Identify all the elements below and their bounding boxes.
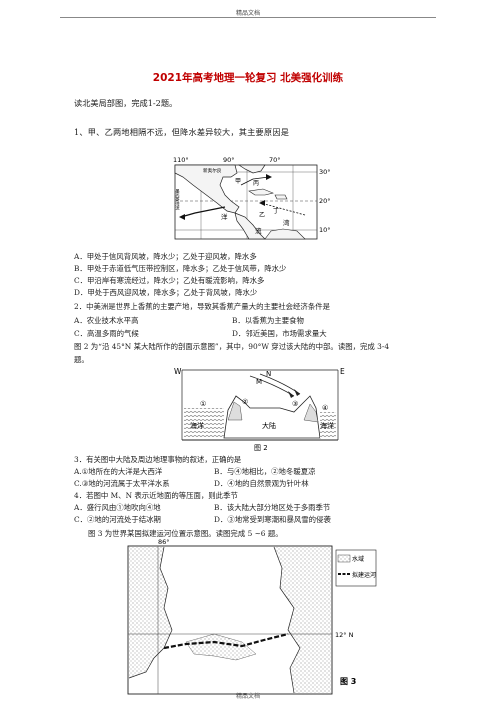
- lon-label-70: 70°: [269, 156, 281, 164]
- fig2-label-m: M: [256, 378, 262, 386]
- figure-3-map: 86° 12° N 水域 拟建运河 图 3: [127, 538, 377, 695]
- q1-option-d: D．甲处于西风迎风坡，降水多；乙处于背风坡，降水少: [74, 288, 258, 297]
- label-yi: 乙: [259, 212, 265, 219]
- fig2-intro-line2: 题。: [74, 355, 89, 364]
- fig2-point-2: ②: [242, 398, 248, 406]
- q3-option-d: D．④地的自然景观为针叶林: [214, 479, 309, 488]
- header-rule: [60, 17, 436, 18]
- fig3-intro: 图 3 为世界某国拟建运河位置示意图。读图完成 5 ~6 题。: [88, 529, 283, 538]
- q3-option-a: A.①地所在的大洋是大西洋: [74, 467, 163, 476]
- lat-label-20: 20°: [319, 197, 331, 205]
- legend-water-label: 水域: [352, 555, 364, 563]
- fig2-right-ocean: 海洋: [320, 421, 334, 430]
- q1-option-a: A．甲处于信风背风坡，降水少；乙处于迎风坡，降水多: [74, 252, 257, 261]
- label-jia: 甲: [235, 178, 241, 185]
- place-new-orleans: 新奥尔良: [203, 167, 222, 174]
- lon-label-90: 90°: [223, 156, 235, 164]
- fig2-point-4: ④: [322, 404, 328, 412]
- q1-option-b: B．甲处于赤道低气压带控制区，降水多；乙处于信风带，降水少: [74, 264, 287, 273]
- intro-text: 读北美局部图，完成1-2题。: [74, 98, 178, 108]
- q4-option-d: D．③地常受到寒潮和暴风雪的侵袭: [214, 515, 331, 524]
- fig2-left-ocean: 海洋: [190, 421, 204, 430]
- q4-option-a: A．盛行风由①地吹向④地: [74, 503, 161, 512]
- page-title: 2021年高考地理一轮复习 北美强化训练: [152, 72, 344, 84]
- q4-option-b: B．该大陆大部分地区处于多雨季节: [214, 503, 331, 512]
- q2-stem: 2．中美洲是世界上香蕉的主要产地，导致其香蕉产量大的主要社会经济条件是: [74, 302, 330, 311]
- figure-1-map: 110° 90° 70° 30° 20° 10° 新奥尔良 墨西哥湾流 甲 乙 …: [173, 156, 331, 240]
- legend-canal-label: 拟建运河: [352, 571, 376, 579]
- q3-option-b: B．与④地相比，②地冬暖夏凉: [214, 467, 316, 476]
- fig2-point-3: ③: [292, 400, 298, 408]
- label-wan: 湾: [283, 218, 290, 227]
- q2-option-c: C．高温多雨的气候: [74, 329, 139, 338]
- fig2-caption: 图 2: [254, 444, 268, 452]
- lon-label-110: 110°: [173, 156, 189, 164]
- fig2-point-1: ①: [200, 400, 206, 408]
- fig2-intro-line1: 图 2 为“沿 45°N 某大陆所作的剖面示意图”，其中，90°W 穿过该大陆的…: [74, 342, 390, 351]
- current-label-left: 墨西哥湾流: [175, 189, 181, 212]
- q1-option-c: C．甲沿岸有寒流经过，降水少；乙处有暖流影响，降水多: [74, 276, 265, 285]
- fig3-lat-label: 12° N: [335, 631, 354, 639]
- q4-stem: 4．若图中 M、N 表示近地面的等压面，则此季节: [74, 491, 238, 500]
- figure-2-section: W E M N ① ② ③ ④ 海洋 大陆 海洋 图 2: [174, 367, 345, 452]
- page-footer: 精品文档: [235, 693, 260, 700]
- q2-option-d: D．邻近美国，市场需求量大: [232, 329, 327, 338]
- q3-option-c: C.③地的河流属于太平洋水系: [74, 479, 170, 488]
- fig2-west-label: W: [174, 367, 182, 376]
- legend-water-swatch: [337, 554, 351, 563]
- lat-label-10: 10°: [319, 226, 331, 234]
- q4-option-c: C．②地的河流处于结冰期: [74, 515, 161, 524]
- page-header: 精品文档: [235, 10, 260, 17]
- fig3-lon-label: 86°: [158, 538, 170, 546]
- fig2-land: 大陆: [262, 421, 276, 430]
- label-yang: 洋: [221, 212, 228, 221]
- q3-stem: 3．有关图中大陆及周边地理事物的叙述，正确的是: [74, 455, 242, 464]
- fig3-caption: 图 3: [340, 677, 356, 686]
- fig2-east-label: E: [340, 367, 345, 376]
- label-liu: 流: [255, 226, 262, 235]
- q2-option-b: B．以香蕉为主要食物: [232, 316, 304, 325]
- label-bing: 丙: [253, 180, 259, 187]
- lat-label-30: 30°: [319, 168, 331, 176]
- q1-stem: 1、甲、乙两地相隔不远，但降水差异较大，其主要原因是: [74, 127, 290, 137]
- fig2-label-n: N: [266, 370, 271, 378]
- label-ding: 丁: [273, 208, 279, 215]
- q2-option-a: A．农业技术水平高: [74, 316, 139, 325]
